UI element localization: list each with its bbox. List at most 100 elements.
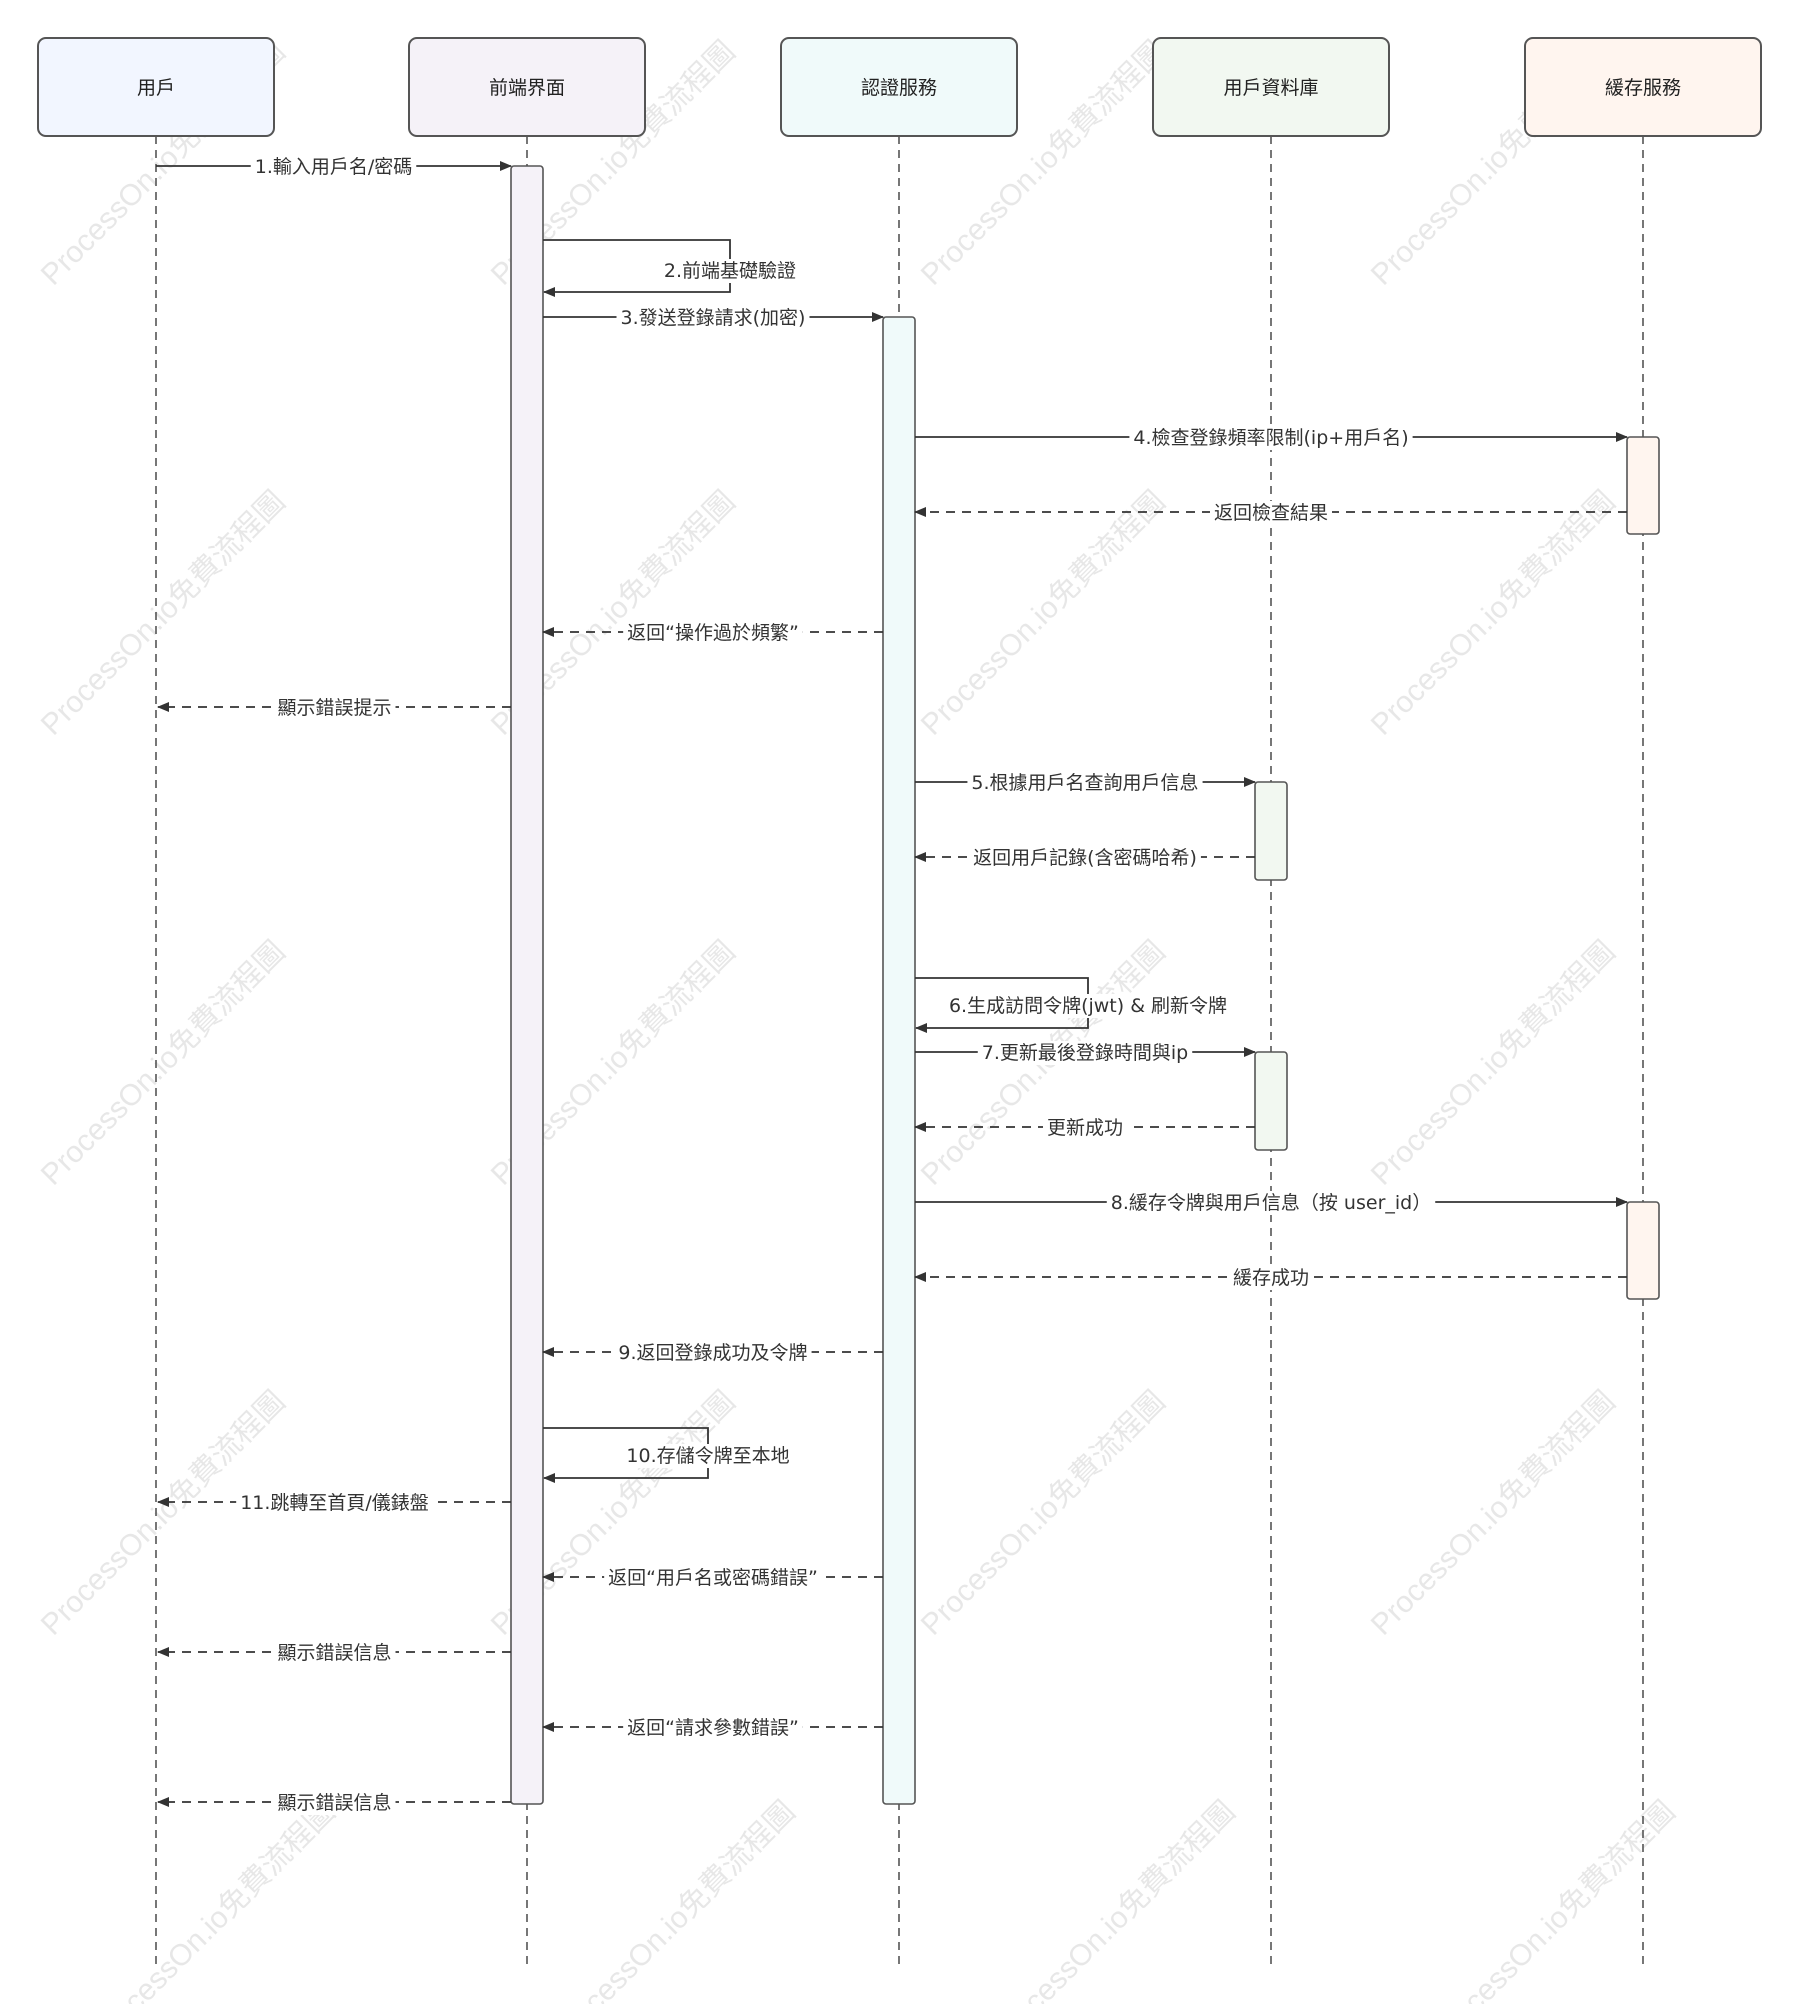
message-label: 8.緩存令牌與用戶信息（按 user_id）	[1111, 1192, 1431, 1214]
label-background	[250, 155, 417, 179]
message-label: 11.跳轉至首頁/儀錶盤	[240, 1492, 429, 1514]
watermark-text: ProcessOn.io免費流程圖	[1365, 485, 1622, 742]
message-label: 返回用戶記錄(含密碼哈希)	[973, 847, 1197, 869]
message-10: 6.生成訪問令牌(jwt) & 刷新令牌	[915, 977, 1231, 1033]
message-label: 7.更新最後登錄時間與ip	[982, 1042, 1188, 1064]
message-label: 緩存成功	[1233, 1267, 1309, 1289]
activation-bar	[1254, 1051, 1288, 1151]
message-13: 8.緩存令牌與用戶信息（按 user_id）	[915, 1191, 1628, 1215]
message-9: 返回用戶記錄(含密碼哈希)	[914, 846, 1255, 870]
participant-headers: 用戶 前端界面 認證服務 用戶資料庫 緩存服務	[37, 37, 1762, 137]
message-label: 返回“用戶名或密碼錯誤”	[608, 1567, 818, 1589]
activation-bar	[1254, 781, 1288, 881]
message-8: 5.根據用戶名查詢用戶信息	[915, 771, 1256, 795]
message-4: 4.檢查登錄頻率限制(ip+用戶名)	[915, 426, 1628, 450]
watermark-text: ProcessOn.io免費流程圖	[915, 1385, 1172, 1642]
message-19: 顯示錯誤信息	[157, 1641, 511, 1665]
label-background	[1209, 501, 1333, 525]
watermark-text: ProcessOn.io免費流程圖	[35, 935, 292, 1192]
label-background	[623, 621, 803, 645]
participant-2: 前端界面	[408, 37, 646, 137]
message-label: 9.返回登錄成功及令牌	[618, 1342, 807, 1364]
watermark-text: ProcessOn.io免費流程圖	[35, 485, 292, 742]
activation-bar	[510, 165, 544, 1805]
message-21: 顯示錯誤信息	[157, 1791, 511, 1815]
watermark-text: ProcessOn.io免費流程圖	[1425, 1795, 1682, 2004]
message-label: 返回“操作過於頻繁”	[627, 622, 799, 644]
message-20: 返回“請求參數錯誤”	[542, 1716, 883, 1740]
label-background	[604, 1566, 822, 1590]
participant-label: 緩存服務	[1605, 77, 1681, 99]
message-7: 顯示錯誤提示	[157, 696, 511, 720]
label-background	[623, 1444, 793, 1468]
participant-4: 用戶資料庫	[1152, 37, 1390, 137]
watermark-text: ProcessOn.io免費流程圖	[985, 1795, 1242, 2004]
message-label: 3.發送登錄請求(加密)	[621, 307, 806, 329]
activation-bar	[1626, 436, 1660, 535]
message-label: 10.存儲令牌至本地	[626, 1445, 789, 1467]
message-18: 返回“用戶名或密碼錯誤”	[542, 1566, 883, 1590]
label-background	[623, 1716, 803, 1740]
message-label: 5.根據用戶名查詢用戶信息	[971, 772, 1198, 794]
message-label: 更新成功	[1047, 1117, 1123, 1139]
message-label: 顯示錯誤提示	[277, 697, 391, 719]
activation-bars	[510, 165, 1660, 1805]
label-background	[1042, 1116, 1128, 1140]
message-11: 7.更新最後登錄時間與ip	[915, 1041, 1256, 1065]
message-6: 返回“操作過於頻繁”	[542, 621, 883, 645]
message-16: 10.存儲令牌至本地	[543, 1427, 793, 1483]
label-background	[273, 1641, 396, 1665]
activation-bar	[1626, 1201, 1660, 1300]
label-background	[660, 259, 800, 283]
participant-label: 用戶	[137, 77, 175, 99]
messages: 1.輸入用戶名/密碼 2.前端基礎驗證 3.發送登錄請求(加密) 4.檢查登錄頻率限制…	[156, 155, 1628, 1815]
message-label: 返回檢查結果	[1214, 502, 1328, 524]
participant-3: 認證服務	[780, 37, 1018, 137]
message-label: 4.檢查登錄頻率限制(ip+用戶名)	[1133, 427, 1408, 449]
message-label: 1.輸入用戶名/密碼	[255, 156, 413, 178]
participant-box	[1152, 37, 1390, 137]
label-background	[614, 1341, 812, 1365]
participant-box	[408, 37, 646, 137]
activation-bar	[882, 316, 916, 1805]
message-15: 9.返回登錄成功及令牌	[542, 1341, 883, 1365]
participant-label: 前端界面	[489, 77, 565, 99]
message-3: 3.發送登錄請求(加密)	[543, 306, 884, 330]
label-background	[1106, 1191, 1436, 1215]
watermark-text: ProcessOn.io免費流程圖	[1365, 1385, 1622, 1642]
label-background	[616, 306, 810, 330]
message-2: 2.前端基礎驗證	[543, 239, 800, 297]
watermark-text: ProcessOn.io免費流程圖	[85, 1795, 342, 2004]
message-label: 顯示錯誤信息	[277, 1642, 391, 1664]
watermark-text: ProcessOn.io免費流程圖	[1365, 935, 1622, 1192]
label-background	[236, 1491, 433, 1515]
message-label: 返回“請求參數錯誤”	[627, 1717, 799, 1739]
message-5: 返回檢查結果	[914, 501, 1627, 525]
message-label: 6.生成訪問令牌(jwt) & 刷新令牌	[949, 995, 1227, 1017]
message-17: 11.跳轉至首頁/儀錶盤	[157, 1491, 511, 1515]
message-12: 更新成功	[914, 1116, 1255, 1140]
participant-1: 用戶	[37, 37, 275, 137]
message-label: 顯示錯誤信息	[277, 1792, 391, 1814]
message-14: 緩存成功	[914, 1266, 1627, 1290]
watermark-layer: ProcessOn.io免費流程圖 ProcessOn.io免費流程圖 Proces…	[35, 35, 1682, 2004]
label-background	[1129, 426, 1413, 450]
label-background	[967, 771, 1203, 795]
label-background	[1228, 1266, 1314, 1290]
participant-5: 緩存服務	[1524, 37, 1762, 137]
participant-box	[780, 37, 1018, 137]
participant-label: 用戶資料庫	[1223, 77, 1318, 99]
label-background	[273, 1791, 396, 1815]
label-background	[945, 994, 1231, 1018]
label-background	[969, 846, 1201, 870]
participant-box	[37, 37, 275, 137]
label-background	[273, 696, 396, 720]
message-label: 2.前端基礎驗證	[664, 260, 796, 282]
watermark-text: ProcessOn.io免費流程圖	[915, 485, 1172, 742]
participant-box	[1524, 37, 1762, 137]
label-background	[977, 1041, 1193, 1065]
watermark-text: ProcessOn.io免費流程圖	[545, 1795, 802, 2004]
participant-label: 認證服務	[861, 77, 937, 99]
message-1: 1.輸入用戶名/密碼	[156, 155, 512, 179]
